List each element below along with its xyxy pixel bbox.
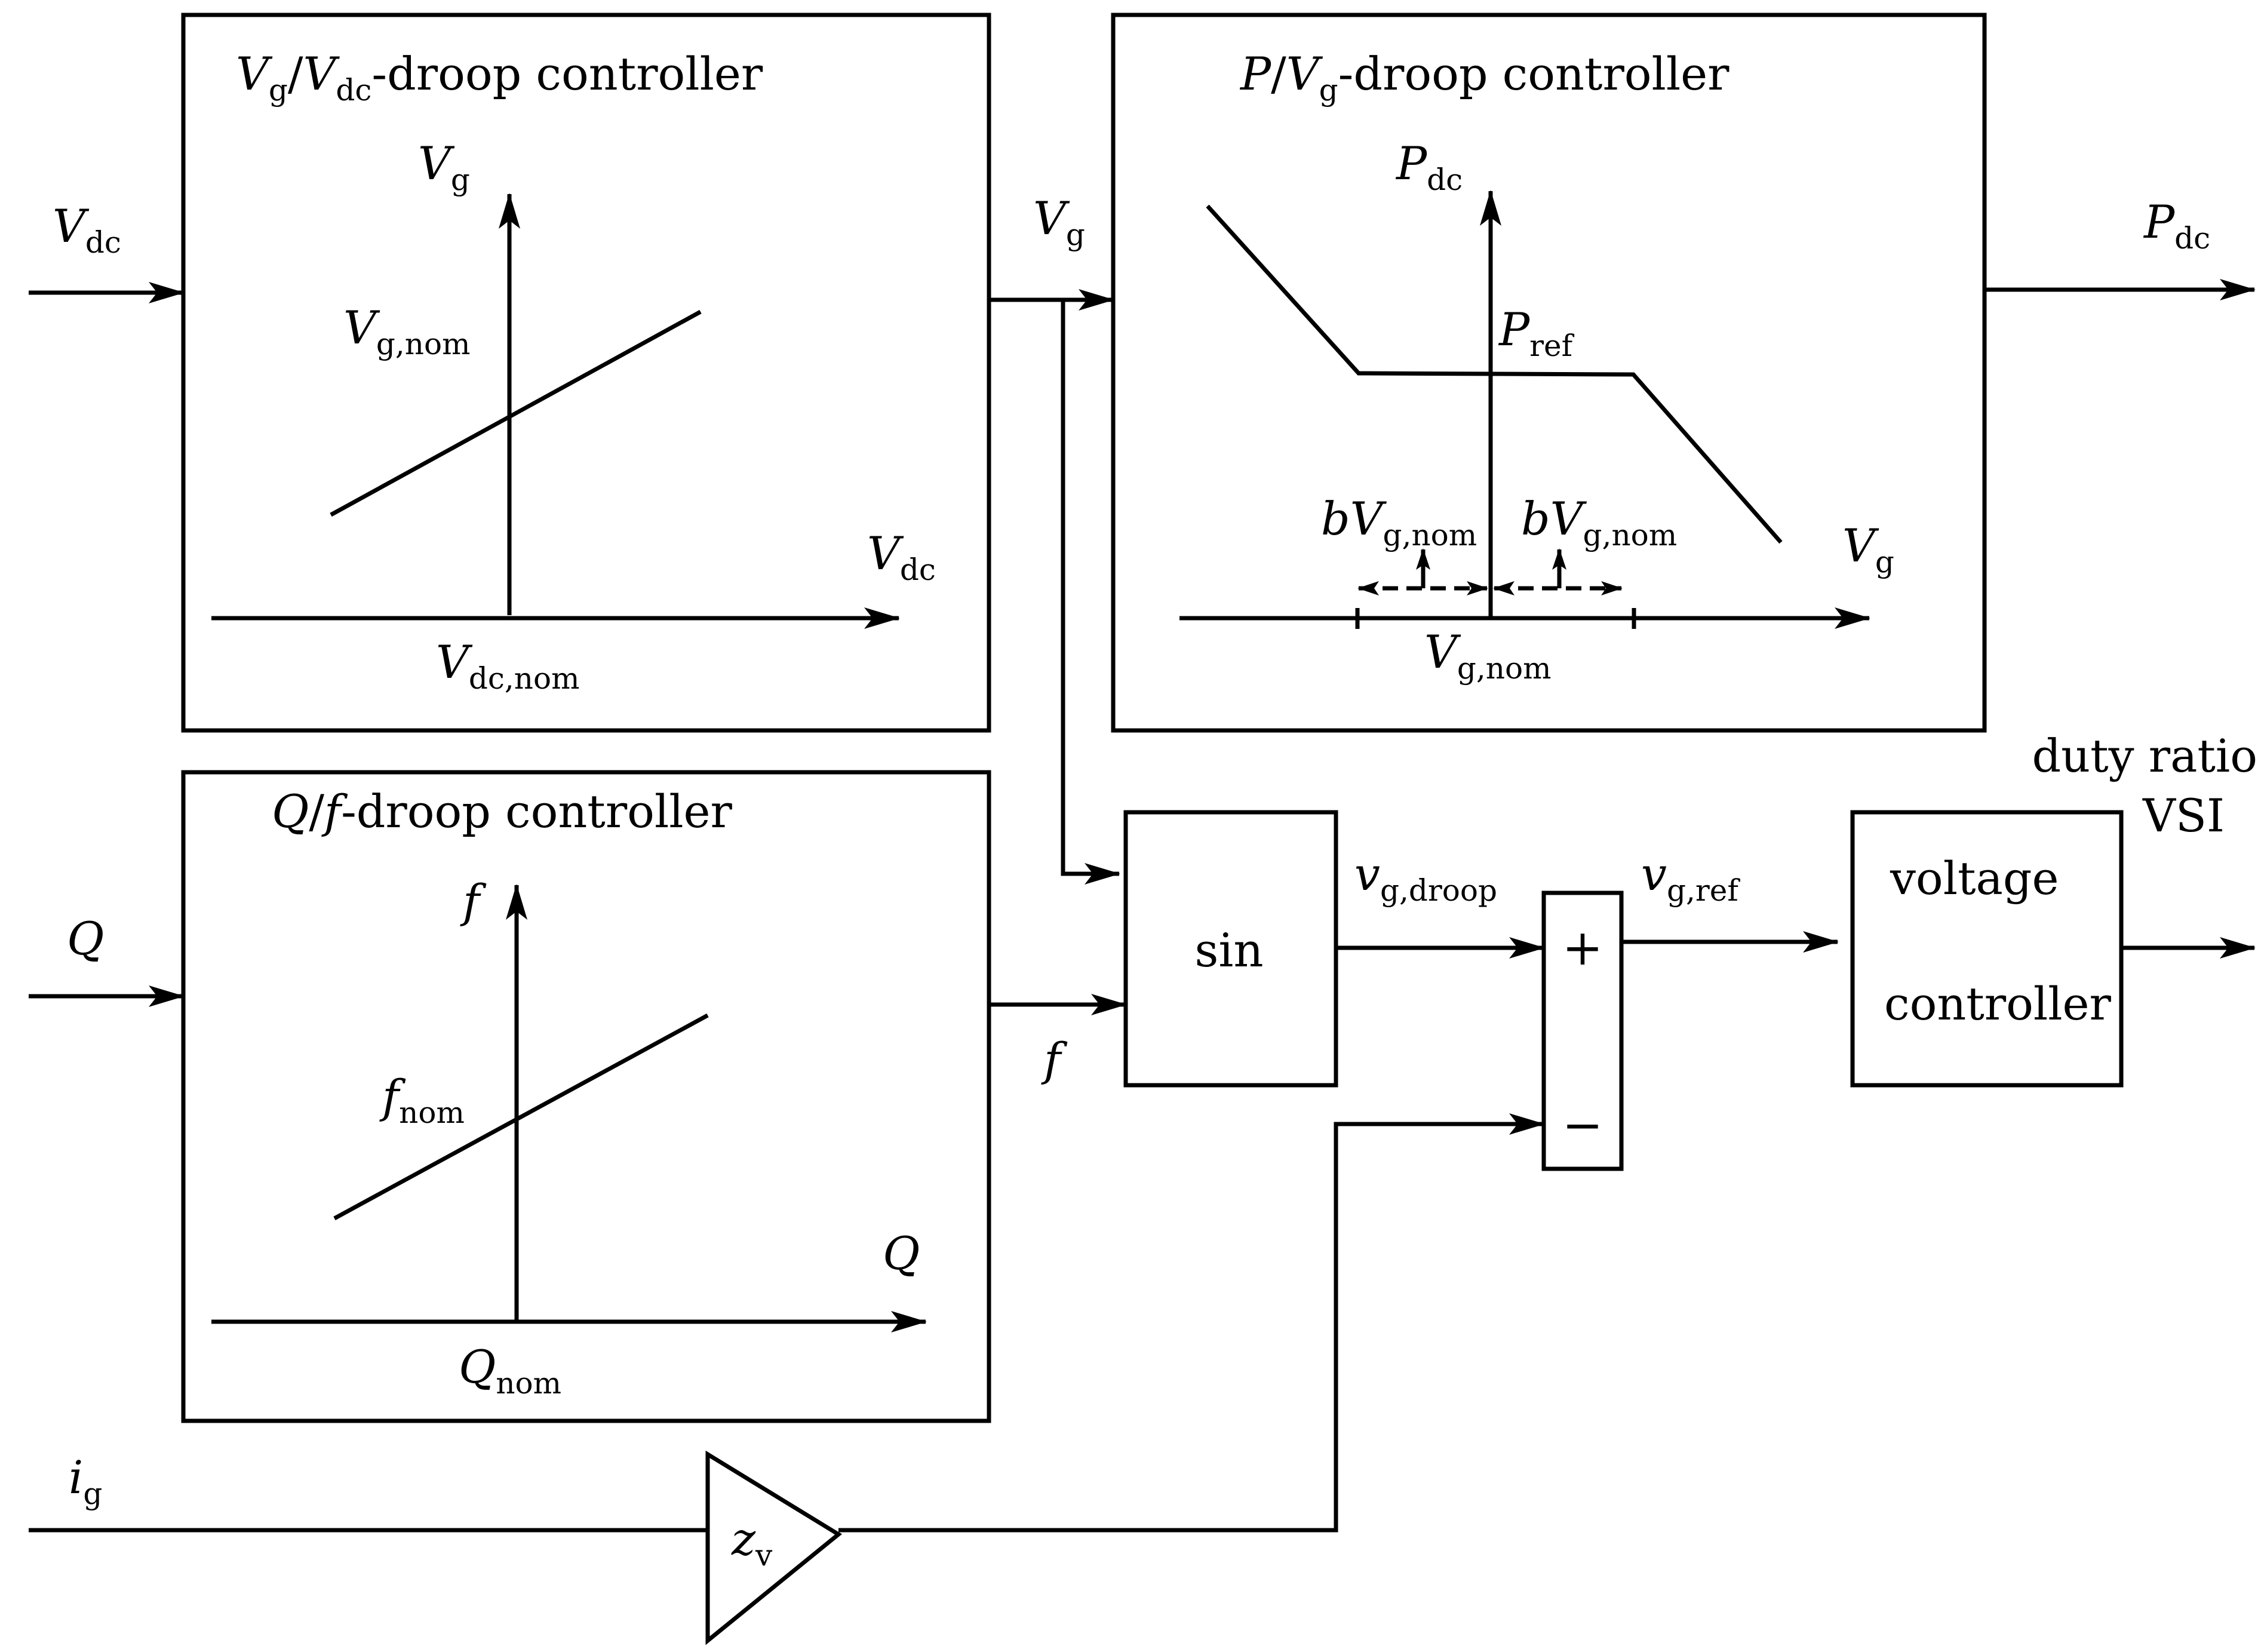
pdc-output-label: Pdc: [2143, 195, 2210, 256]
duty-ratio-label: duty ratio: [2032, 729, 2257, 782]
ig-input-label: ig: [69, 1451, 102, 1511]
vg-nom-label: Vg,nom: [343, 301, 471, 361]
vg-vdc-droop-title: Vg/Vdc-droop controller: [236, 47, 763, 108]
vg-droop-label: vg,droop: [1354, 848, 1497, 908]
q-f-droop-title: Q/f-droop controller: [272, 785, 733, 838]
sum-plus-sign: +: [1562, 920, 1603, 977]
voltage-controller-line1: voltage: [1890, 852, 2059, 905]
vg-vdc-y-axis-label: Vg: [418, 137, 470, 197]
vg-vdc-droop-line: [330, 309, 702, 517]
vdc-input-label: Vdc: [53, 199, 121, 260]
q-nom-label: Qnom: [459, 1340, 561, 1401]
p-vg-droop-controller-block: P/Vg-droop controller Pdc Vg Pref Vg,nom…: [1111, 13, 1987, 733]
f-nom-label: fnom: [379, 1070, 465, 1130]
summing-junction: + −: [1541, 891, 1624, 1171]
gain-triangle: [705, 1450, 843, 1645]
vg-vdc-droop-controller-block: Vg/Vdc-droop controller Vg Vdc Vg,nom Vd…: [181, 13, 991, 733]
gain-zv-label: zv: [731, 1512, 773, 1573]
q-f-x-axis-label: Q: [883, 1227, 920, 1280]
q-f-droop-controller-block: Q/f-droop controller f Q fnom Qnom: [181, 770, 991, 1423]
p-ref-label: Pref: [1498, 303, 1575, 363]
q-f-droop-line: [333, 1013, 709, 1221]
signal-labels: Vdc Q ig Vg f Pdc vg,droop vg,ref duty r…: [53, 192, 2257, 1511]
p-vg-droop-curve: [1206, 204, 1783, 544]
vg-to-sin-arrow: [1061, 300, 1120, 885]
p-vg-y-axis-label: Pdc: [1395, 137, 1463, 197]
vg-vdc-x-axis-label: Vdc: [867, 527, 936, 587]
f-signal-label: f: [1041, 1033, 1068, 1086]
gain-zv-block: zv: [705, 1450, 843, 1645]
q-input-label: Q: [67, 912, 104, 965]
q-f-y-axis-label: f: [460, 874, 487, 928]
p-vg-droop-title: P/Vg-droop controller: [1239, 47, 1730, 108]
sum-minus-sign: −: [1562, 1097, 1603, 1154]
band-right-label: bVg,nom: [1521, 492, 1677, 552]
vdc-nom-label: Vdc,nom: [436, 635, 580, 696]
signal-wiring: [29, 279, 2256, 1533]
band-left-label: bVg,nom: [1321, 492, 1477, 552]
voltage-controller-line2: controller: [1884, 977, 2111, 1030]
voltage-controller-block: voltage controller: [1850, 810, 2124, 1088]
sin-label: sin: [1194, 924, 1263, 978]
p-vg-x-axis-label: Vg: [1842, 519, 1894, 579]
vg-ref-label: vg,ref: [1641, 848, 1740, 908]
vg-signal-label: Vg: [1033, 192, 1085, 252]
zv-feedback-arrow: [838, 1113, 1545, 1533]
sin-block: sin: [1123, 810, 1338, 1088]
vsi-label: VSI: [2142, 789, 2225, 842]
p-vg-vg-nom-label: Vg,nom: [1424, 625, 1552, 686]
